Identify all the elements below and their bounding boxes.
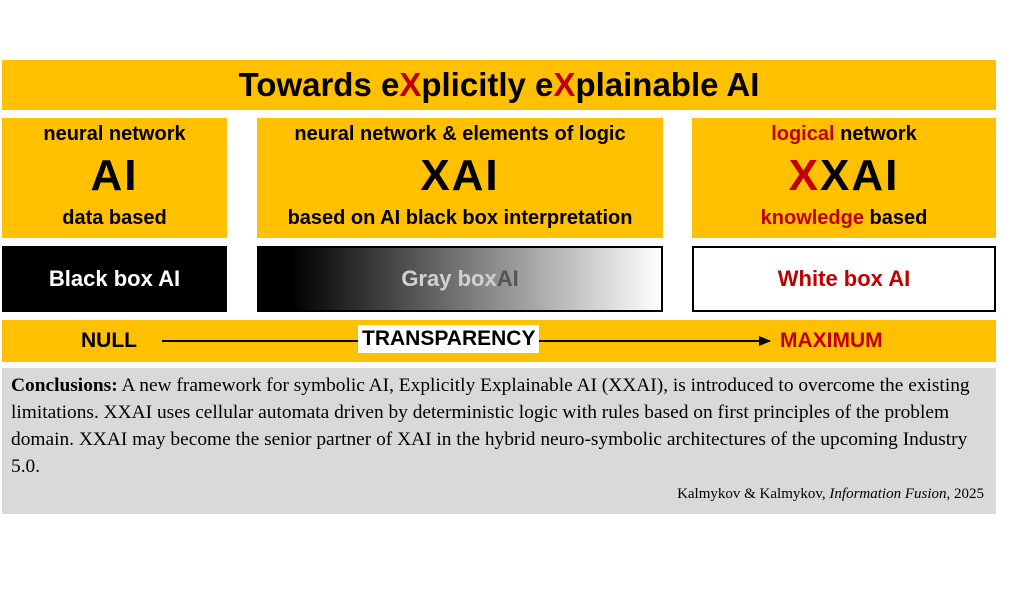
citation-journal: Information Fusion,	[829, 486, 951, 502]
title-part-3: plainable AI	[575, 66, 760, 103]
column-ai-acronym: AI	[90, 151, 139, 200]
column-xxai-top-rest: network	[834, 123, 917, 145]
transparency-band: NULL TRANSPARENCY MAXIMUM	[2, 320, 996, 362]
column-xxai: logical network XXAI knowledge based	[692, 118, 996, 238]
transparency-null-label: NULL	[81, 329, 137, 352]
title-part-1: Towards e	[238, 66, 400, 103]
column-ai: neural network AI data based	[2, 118, 227, 238]
title-band: Towards eXplicitly eXplainable AI	[2, 60, 996, 110]
column-ai-top-label: neural network	[43, 123, 186, 145]
column-xxai-acronym: XXAI	[789, 152, 900, 200]
column-ai-bottom-label: data based	[62, 207, 167, 229]
title-red-x-2: X	[553, 66, 576, 103]
column-xai-acronym: XAI	[420, 151, 500, 200]
citation: Kalmykov & Kalmykov, Information Fusion,…	[677, 481, 984, 508]
gray-box-label-part-2: AI	[496, 266, 519, 291]
gray-box-label-part-1: Gray box	[401, 266, 497, 291]
title-red-x-1: X	[399, 66, 422, 103]
column-xxai-acronym-red: X	[788, 151, 820, 200]
black-box-label: Black box AI	[48, 266, 181, 291]
gray-box-ai: Gray box AI	[257, 246, 663, 312]
column-xxai-bottom-label: knowledge based	[761, 206, 928, 230]
white-box-label: White box AI	[777, 266, 911, 291]
column-xxai-top-red: logical	[771, 123, 835, 145]
conclusions-label: Conclusions:	[11, 375, 118, 396]
column-xxai-top-label: logical network	[771, 122, 917, 146]
transparency-center-label: TRANSPARENCY	[358, 325, 540, 353]
column-xxai-acronym-rest: XAI	[820, 151, 900, 200]
white-box-ai: White box AI	[692, 246, 996, 312]
column-xai: neural network & elements of logic XAI b…	[257, 118, 663, 238]
column-xai-top-label: neural network & elements of logic	[294, 123, 626, 145]
citation-authors: Kalmykov & Kalmykov,	[677, 486, 830, 502]
title-part-2: plicitly e	[421, 66, 554, 103]
conclusions-panel: Conclusions: A new framework for symboli…	[2, 368, 996, 514]
citation-year: 2025	[950, 486, 984, 502]
black-box-ai: Black box AI	[2, 246, 227, 312]
main-title: Towards eXplicitly eXplainable AI	[239, 66, 760, 104]
column-xxai-bottom-red: knowledge	[760, 207, 864, 229]
conclusions-text: A new framework for symbolic AI, Explici…	[11, 375, 970, 477]
transparency-maximum-label: MAXIMUM	[780, 329, 883, 352]
column-xai-bottom-label: based on AI black box interpretation	[287, 207, 633, 229]
column-xxai-bottom-rest: based	[864, 207, 928, 229]
